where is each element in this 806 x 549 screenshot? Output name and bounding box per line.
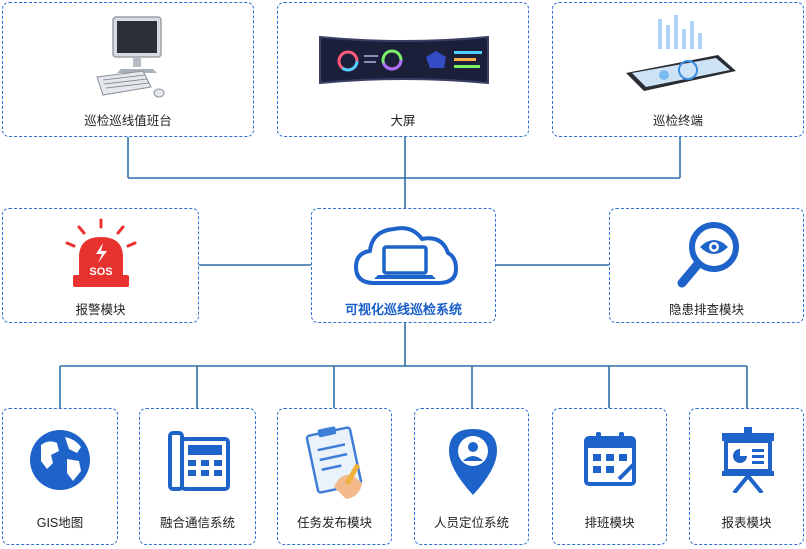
presentation-board-icon [722,427,774,493]
label-alarm-module: 报警模块 [75,303,126,317]
node-fused-communication: 融合通信系统 [139,408,256,545]
node-personnel-location: 人员定位系统 [414,408,529,545]
label-personnel-location: 人员定位系统 [433,516,509,530]
calendar-icon [584,432,636,486]
node-visual-inspection-system: 可视化巡线巡检系统 [311,208,496,323]
node-report-module: 报表模块 [689,408,804,545]
big-screen-dashboard-icon [319,35,489,85]
desktop-computer-icon [96,16,165,98]
sos-text: SOS [89,266,112,278]
desk-phone-icon [168,431,230,491]
label-hazard-module: 隐患排查模块 [668,303,744,317]
sos-alarm-light-icon: SOS [65,218,137,287]
node-inspection-terminal: 巡检终端 [552,2,804,137]
node-gis-map: GIS地图 [2,408,118,545]
magnifier-eye-icon [677,222,739,288]
node-big-screen: 大屏 [277,2,529,137]
label-gis-map: GIS地图 [36,516,84,530]
label-big-screen: 大屏 [390,114,416,128]
globe-icon [30,430,90,490]
node-hazard-module: 隐患排查模块 [609,208,804,323]
node-duty-desk: 巡检巡线值班台 [2,2,254,137]
label-task-publishing: 任务发布模块 [296,516,372,530]
cloud-laptop-icon [354,226,458,285]
label-schedule-module: 排班模块 [584,516,635,530]
label-fused-communication: 融合通信系统 [159,516,235,530]
clipboard-checklist-icon [305,426,363,499]
tablet-terminal-icon [626,15,736,91]
label-inspection-terminal: 巡检终端 [652,114,703,128]
label-report-module: 报表模块 [721,516,772,530]
node-schedule-module: 排班模块 [552,408,667,545]
location-person-pin-icon [449,429,497,495]
label-visual-inspection-system: 可视化巡线巡检系统 [344,302,462,317]
node-alarm-module: SOS 报警模块 [2,208,199,323]
label-duty-desk: 巡检巡线值班台 [84,114,172,128]
node-task-publishing: 任务发布模块 [277,408,392,545]
